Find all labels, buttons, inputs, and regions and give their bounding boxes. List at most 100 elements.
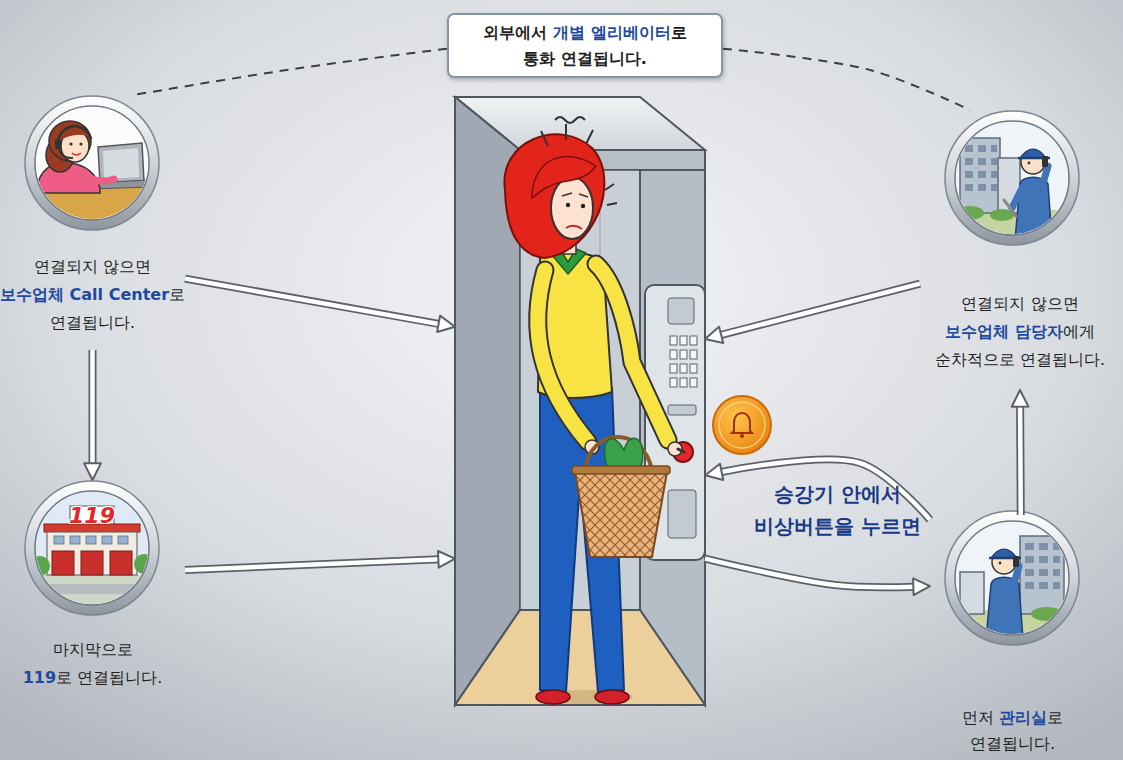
node-text: 연결되지 않으면 보수업체 Call Center로 연결됩니다. [0, 253, 185, 337]
control-panel [690, 364, 697, 373]
control-panel [690, 350, 697, 359]
call-center-badge [103, 148, 139, 179]
control-panel [680, 336, 687, 345]
technician-badge [965, 184, 973, 191]
control-panel [690, 378, 697, 387]
arrow-shaft [720, 284, 920, 336]
highlight-text: 승강기 안에서 [774, 482, 901, 506]
connector-group [93, 49, 1021, 587]
control-panel [680, 350, 687, 359]
technician-badge [952, 118, 1072, 240]
call-center-badge [58, 126, 91, 141]
technician-badge [978, 171, 986, 178]
arrow-outline [705, 559, 915, 587]
call-center-badge [25, 96, 159, 230]
fire-station-badge [54, 536, 64, 544]
call-center-badge [49, 121, 91, 161]
technician-badge [1042, 156, 1048, 167]
control-panel [680, 378, 687, 387]
highlight-text: 관리실 [999, 708, 1047, 727]
dashed-link [133, 49, 447, 95]
call-center-badge [79, 142, 82, 145]
manager-badge [1025, 543, 1060, 589]
fire-station-badge [143, 570, 146, 578]
technician-badge [991, 145, 997, 152]
passenger-figure [541, 124, 593, 146]
passenger-figure [605, 438, 643, 470]
fire-station-badge [54, 536, 128, 544]
passenger-figure [605, 184, 617, 205]
flow-arrow [92, 350, 93, 465]
fire-station-badge [110, 551, 132, 575]
arrow-shaft [720, 459, 930, 519]
manager-badge [1039, 569, 1048, 576]
technician-badge [991, 171, 997, 178]
station-number: 119 [62, 503, 122, 529]
control-panel [670, 336, 697, 387]
elevator-scene: 승강기 안에서 비상버튼을 누르면 [455, 95, 705, 705]
step-circle: 연결되지 않으면 보수업체 Call Center로 연결됩니다. [0, 95, 185, 350]
passenger-figure [555, 117, 585, 123]
fire-station-badge [25, 481, 159, 615]
technician-badge [1028, 162, 1031, 165]
emergency-bell [713, 396, 771, 454]
call-center-badge [32, 103, 152, 225]
fire-station-badge [118, 536, 128, 544]
highlight-text: 119 [23, 668, 56, 687]
fire-station-badge [52, 551, 74, 575]
highlight-text: 비상버튼을 누르면 [754, 514, 921, 538]
elevator-car [537, 690, 633, 704]
node-text: 먼저 관리실로 연결됩니다. [930, 705, 1095, 757]
text-run: 외부에서 [483, 23, 553, 42]
fire-station-badge [32, 584, 152, 594]
manager-badge [945, 511, 1079, 645]
arrow-shaft [185, 279, 440, 325]
fire-station-badge [25, 481, 159, 615]
flow-arrow [705, 559, 915, 587]
fire-station-badge [70, 536, 80, 544]
technician-badge [978, 184, 986, 191]
fire-station-badge [30, 556, 50, 576]
flow-arrow [185, 559, 440, 570]
fire-station-badge [52, 551, 132, 575]
manager-badge [1053, 582, 1060, 589]
elevator-car [455, 97, 705, 705]
passenger-figure [566, 226, 582, 229]
manager-badge [986, 577, 1023, 640]
text-run: 연결됩니다. [970, 734, 1055, 753]
passenger-figure [678, 449, 684, 452]
fire-station-badge [81, 551, 103, 575]
fire-station-badge [86, 536, 96, 544]
fire-station-badge [30, 488, 154, 610]
passenger-figure [504, 117, 684, 704]
arrow-shaft [90, 350, 95, 465]
highlight-text: 개별 엘리베이터 [553, 23, 671, 42]
manager-badge [1025, 582, 1034, 589]
passenger-figure [595, 690, 629, 704]
manager-badge [992, 550, 1016, 574]
manager-badge [1039, 582, 1048, 589]
technician-badge [1004, 200, 1016, 216]
technician-badge [945, 111, 1079, 245]
passenger-figure [596, 264, 668, 440]
manager-badge [999, 562, 1002, 565]
technician-badge [965, 171, 973, 178]
control-panel [670, 364, 677, 373]
flow-arrow [720, 459, 930, 519]
manager-badge [1020, 536, 1064, 614]
text-run: 연결됩니다. [50, 313, 135, 332]
arrow-outline [185, 279, 440, 325]
technician-badge [965, 145, 973, 152]
fire-station-badge [39, 572, 42, 580]
technician-badge [978, 145, 986, 152]
call-center-badge [69, 142, 72, 145]
control-panel [670, 350, 677, 359]
passenger-figure [538, 270, 588, 442]
dashed-link [723, 49, 970, 110]
passenger-figure [504, 134, 604, 258]
manager-badge [1053, 543, 1060, 550]
manager-badge [960, 572, 984, 614]
flow-arrow [1020, 405, 1022, 515]
elevator-car [455, 610, 705, 705]
